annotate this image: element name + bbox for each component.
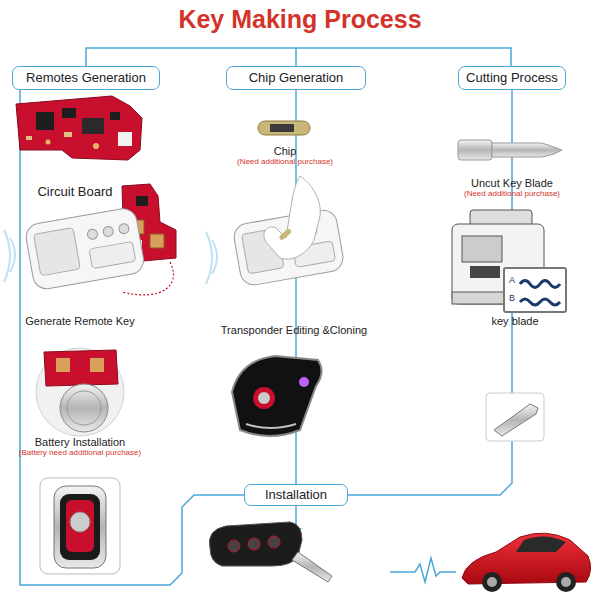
circuit-board xyxy=(64,132,72,137)
battery-photo xyxy=(67,391,101,425)
column-header-box: Cutting Process xyxy=(458,66,566,90)
hand-outline xyxy=(264,176,320,259)
key-blade-photo xyxy=(486,393,544,441)
battery-photo xyxy=(36,348,124,436)
sports-car xyxy=(482,572,502,592)
title-rule xyxy=(86,48,511,66)
circuit-board xyxy=(110,112,120,120)
smart-key-photo xyxy=(232,356,322,436)
remote-key-photo xyxy=(40,478,120,574)
battery-photo xyxy=(60,384,108,432)
uncut-key-blade xyxy=(458,140,492,160)
smart-key-photo xyxy=(232,356,322,436)
part-caption: Chip xyxy=(235,145,335,157)
flip-key-photo xyxy=(228,540,240,552)
box-label: Remotes Generation xyxy=(26,71,146,85)
key-blade-photo xyxy=(494,404,538,436)
remote-key-photo xyxy=(54,486,106,568)
purchase-note: (Need additional purchase) xyxy=(215,158,355,167)
remote-key-photo xyxy=(70,512,90,532)
part-caption: Circuit Board xyxy=(5,185,145,199)
hand-outline xyxy=(278,228,292,241)
title-rule xyxy=(86,48,511,66)
chart-axis-label: B xyxy=(506,294,518,304)
key-cutting-machine xyxy=(470,266,500,278)
key-programmer xyxy=(34,228,81,276)
column-header-box: Chip Generation xyxy=(226,66,366,90)
circuit-board xyxy=(118,132,132,146)
signal-pulse xyxy=(390,558,456,582)
sports-car xyxy=(556,572,576,592)
flip-key-photo xyxy=(209,522,332,582)
circuit-board xyxy=(46,140,51,145)
sports-car xyxy=(516,536,566,552)
column-header-box: Remotes Generation xyxy=(12,66,160,90)
battery-photo xyxy=(36,348,124,436)
flip-key-photo xyxy=(248,538,260,550)
circuit-board xyxy=(16,96,142,160)
step-caption: Battery Installation xyxy=(5,436,155,448)
part-caption: Uncut Key Blade xyxy=(447,177,577,189)
smart-key-photo xyxy=(253,387,275,409)
circuit-board-small xyxy=(150,234,164,248)
uncut-key-blade xyxy=(458,140,562,160)
key-programmer xyxy=(118,223,130,235)
circuit-board-small xyxy=(136,196,148,206)
key-blade-photo xyxy=(486,393,544,441)
key-programmer xyxy=(87,228,99,240)
purchase-note: (Need additional purchase) xyxy=(442,190,582,199)
circuit-board xyxy=(62,108,76,118)
transponder-chip xyxy=(270,124,294,132)
key-programmer xyxy=(24,207,146,291)
key-cutting-machine xyxy=(520,299,560,305)
box-label: Installation xyxy=(265,488,327,502)
process-box: Installation xyxy=(244,484,348,506)
remote-key-photo xyxy=(60,494,100,560)
battery-photo xyxy=(90,358,104,372)
flip-key-photo xyxy=(292,552,332,582)
key-programmer xyxy=(89,241,136,268)
box-label: Chip Generation xyxy=(249,71,344,85)
circuit-board xyxy=(16,96,142,160)
circuit-board xyxy=(93,143,99,149)
transponder-chip xyxy=(258,121,310,135)
page-title: Key Making Process xyxy=(0,5,600,34)
flow-connector xyxy=(20,90,244,585)
flip-key-photo xyxy=(268,536,280,548)
battery-photo xyxy=(44,350,118,386)
signal-pulse xyxy=(390,558,456,582)
step-caption: key blade xyxy=(465,315,565,327)
smart-key-photo xyxy=(299,377,309,387)
key-programmer xyxy=(24,207,146,291)
key-programmer xyxy=(102,226,114,238)
transponder-chip xyxy=(258,121,310,135)
step-caption: Generate Remote Key xyxy=(5,315,155,327)
hand-outline xyxy=(264,176,320,259)
chart-axis-label: A xyxy=(506,276,518,286)
circuit-board xyxy=(82,118,104,134)
motion-lines xyxy=(206,232,212,284)
step-caption: Transponder Editing &Cloning xyxy=(204,324,384,336)
remote-key-photo xyxy=(66,500,94,552)
circuit-board xyxy=(26,136,32,140)
key-cutting-machine xyxy=(520,281,560,288)
uncut-key-blade xyxy=(492,143,562,157)
box-label: Cutting Process xyxy=(466,71,558,85)
sports-car xyxy=(561,577,571,587)
key-cutting-machine xyxy=(504,268,566,312)
key-cutting-machine xyxy=(462,236,502,262)
sports-car xyxy=(487,577,497,587)
flip-key-photo xyxy=(209,522,302,566)
key-cutting-machine xyxy=(452,210,566,312)
purchase-note: (Battery need additional purchase) xyxy=(0,449,160,458)
circuit-board xyxy=(36,112,54,130)
sports-car xyxy=(462,533,591,592)
smart-key-photo xyxy=(246,424,296,428)
battery-photo xyxy=(56,358,70,372)
smart-key-photo xyxy=(258,392,270,404)
motion-lines xyxy=(4,230,10,282)
remote-key-photo xyxy=(40,478,120,574)
